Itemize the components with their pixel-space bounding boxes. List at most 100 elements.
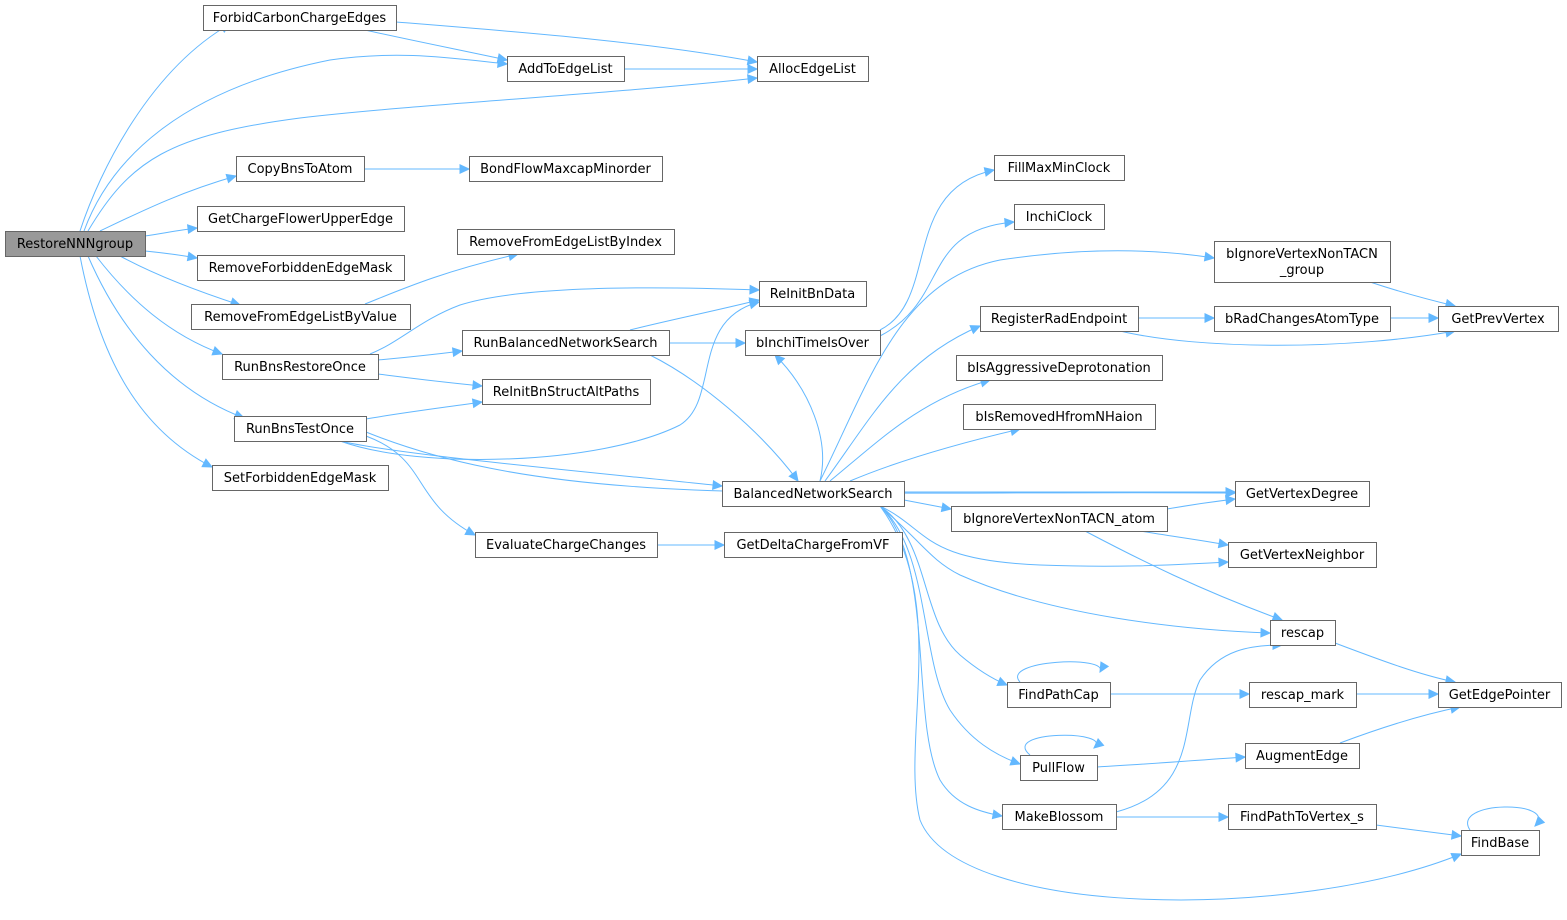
edge-line [87, 255, 245, 419]
node-box[interactable] [1002, 804, 1117, 830]
node-AddToEdgeList[interactable]: AddToEdgeList [507, 56, 625, 82]
edge-rescap-to-GetEdgePointer [1334, 642, 1457, 686]
node-AllocEdgeList[interactable]: AllocEdgeList [757, 56, 869, 82]
node-GetVertexNeighbor[interactable]: GetVertexNeighbor [1228, 542, 1377, 568]
node-bInchiTimeIsOver[interactable]: bInchiTimeIsOver [745, 330, 881, 356]
node-box[interactable] [757, 56, 869, 82]
edge-CopyBnsToAtom-to-BondFlowMaxcapMinorder [363, 164, 471, 174]
node-box[interactable] [1245, 743, 1360, 769]
node-bIsRemovedHfromNHaion[interactable]: bIsRemovedHfromNHaion [963, 404, 1156, 430]
arrowhead [1218, 557, 1230, 568]
node-RunBnsTestOnce[interactable]: RunBnsTestOnce [234, 416, 367, 442]
node-box[interactable] [222, 354, 379, 380]
node-box[interactable] [956, 355, 1163, 381]
arrowhead [211, 346, 224, 356]
node-box[interactable] [951, 506, 1168, 532]
node-box[interactable] [994, 155, 1125, 181]
node-box[interactable] [722, 481, 905, 507]
edge-BalancedNetworkSearch-to-PullFlow [879, 505, 1022, 766]
nodes-layer: RestoreNNNgroup ForbidCarbonChargeEdgesAd… [5, 5, 1562, 856]
edge-line [99, 175, 237, 232]
node-label: bIgnoreVertexNonTACN_atom [963, 512, 1155, 527]
node-box[interactable] [1014, 204, 1105, 230]
node-rescap_mark[interactable]: rescap_mark [1249, 682, 1357, 708]
node-box[interactable] [1214, 306, 1391, 332]
edge-line [824, 325, 981, 482]
node-box[interactable] [1007, 682, 1111, 708]
node-box[interactable] [1461, 830, 1540, 856]
edge-line [879, 505, 1021, 765]
node-RestoreNNNgroup[interactable]: RestoreNNNgroup [5, 231, 146, 257]
node-GetChargeFlowerUpperEdge[interactable]: GetChargeFlowerUpperEdge [197, 206, 405, 232]
node-FindPathToVertex_s[interactable]: FindPathToVertex_s [1228, 804, 1377, 830]
node-box[interactable] [1020, 755, 1098, 781]
edge-BalancedNetworkSearch-to-GetVertexDegree [903, 487, 1237, 497]
node-RunBalancedNetworkSearch[interactable]: RunBalancedNetworkSearch [462, 330, 670, 356]
node-bIgnoreVertexNonTACN_atom[interactable]: bIgnoreVertexNonTACN_atom [951, 506, 1168, 532]
node-bRadChangesAtomType[interactable]: bRadChangesAtomType [1214, 306, 1391, 332]
arrowhead [774, 354, 786, 366]
node-box[interactable] [759, 281, 867, 307]
node-box[interactable] [191, 304, 411, 330]
node-GetPrevVertex[interactable]: GetPrevVertex [1438, 306, 1559, 332]
node-box[interactable] [1235, 481, 1370, 507]
node-box[interactable] [507, 56, 625, 82]
node-AugmentEdge[interactable]: AugmentEdge [1245, 743, 1360, 769]
node-RemoveForbiddenEdgeMask[interactable]: RemoveForbiddenEdgeMask [197, 255, 405, 281]
node-InchiClock[interactable]: InchiClock [1014, 204, 1105, 230]
node-box[interactable] [1228, 804, 1377, 830]
node-MakeBlossom[interactable]: MakeBlossom [1002, 804, 1117, 830]
node-ReInitBnStructAltPaths[interactable]: ReInitBnStructAltPaths [482, 379, 651, 405]
node-CopyBnsToAtom[interactable]: CopyBnsToAtom [236, 156, 365, 182]
node-SetForbiddenEdgeMask[interactable]: SetForbiddenEdgeMask [212, 465, 389, 491]
node-box[interactable] [236, 156, 365, 182]
node-box[interactable] [1438, 306, 1559, 332]
node-box[interactable] [1249, 682, 1357, 708]
node-box[interactable] [212, 465, 389, 491]
node-box[interactable] [1228, 542, 1377, 568]
node-BalancedNetworkSearch[interactable]: BalancedNetworkSearch [722, 481, 905, 507]
node-ForbidCarbonChargeEdges[interactable]: ForbidCarbonChargeEdges [203, 5, 397, 31]
node-FillMaxMinClock[interactable]: FillMaxMinClock [994, 155, 1125, 181]
node-label: _group [1279, 263, 1324, 278]
node-label: RegisterRadEndpoint [991, 312, 1127, 327]
node-box[interactable] [1214, 241, 1391, 283]
node-box[interactable] [234, 416, 367, 442]
node-ReInitBnData[interactable]: ReInitBnData [759, 281, 867, 307]
node-box[interactable] [963, 404, 1156, 430]
node-RemoveFromEdgeListByIndex[interactable]: RemoveFromEdgeListByIndex [457, 229, 675, 255]
node-box[interactable] [197, 255, 405, 281]
node-EvaluateChargeChanges[interactable]: EvaluateChargeChanges [475, 532, 658, 558]
node-box[interactable] [197, 206, 405, 232]
edge-AddToEdgeList-to-AllocEdgeList [624, 64, 759, 74]
node-rescap[interactable]: rescap [1270, 620, 1336, 646]
arrowhead [1224, 495, 1237, 506]
node-box[interactable] [475, 532, 658, 558]
node-box[interactable] [724, 532, 903, 558]
node-BondFlowMaxcapMinorder[interactable]: BondFlowMaxcapMinorder [469, 156, 663, 182]
node-RegisterRadEndpoint[interactable]: RegisterRadEndpoint [980, 306, 1139, 332]
arrowhead [459, 164, 471, 174]
node-box[interactable] [482, 379, 651, 405]
node-box[interactable] [1438, 682, 1562, 708]
node-FindPathCap[interactable]: FindPathCap [1007, 682, 1111, 708]
node-box[interactable] [203, 5, 397, 31]
node-GetDeltaChargeFromVF[interactable]: GetDeltaChargeFromVF [724, 532, 903, 558]
arrowhead [1218, 812, 1230, 822]
edge-BalancedNetworkSearch-to-MakeBlossom [879, 505, 1004, 820]
node-RemoveFromEdgeListByValue[interactable]: RemoveFromEdgeListByValue [191, 304, 411, 330]
node-box[interactable] [980, 306, 1139, 332]
node-bIgnoreVertexNonTACN_group[interactable]: bIgnoreVertexNonTACN_group [1214, 241, 1391, 283]
node-box[interactable] [1270, 620, 1336, 646]
node-box[interactable] [469, 156, 663, 182]
node-box[interactable] [462, 330, 670, 356]
node-GetVertexDegree[interactable]: GetVertexDegree [1235, 481, 1370, 507]
node-box[interactable] [745, 330, 881, 356]
node-box[interactable] [457, 229, 675, 255]
node-FindBase[interactable]: FindBase [1461, 830, 1540, 856]
node-RunBnsRestoreOnce[interactable]: RunBnsRestoreOnce [222, 354, 379, 380]
node-GetEdgePointer[interactable]: GetEdgePointer [1438, 682, 1562, 708]
node-box[interactable] [5, 231, 146, 257]
node-bIsAggressiveDeprotonation[interactable]: bIsAggressiveDeprotonation [956, 355, 1163, 381]
node-PullFlow[interactable]: PullFlow [1020, 755, 1098, 781]
